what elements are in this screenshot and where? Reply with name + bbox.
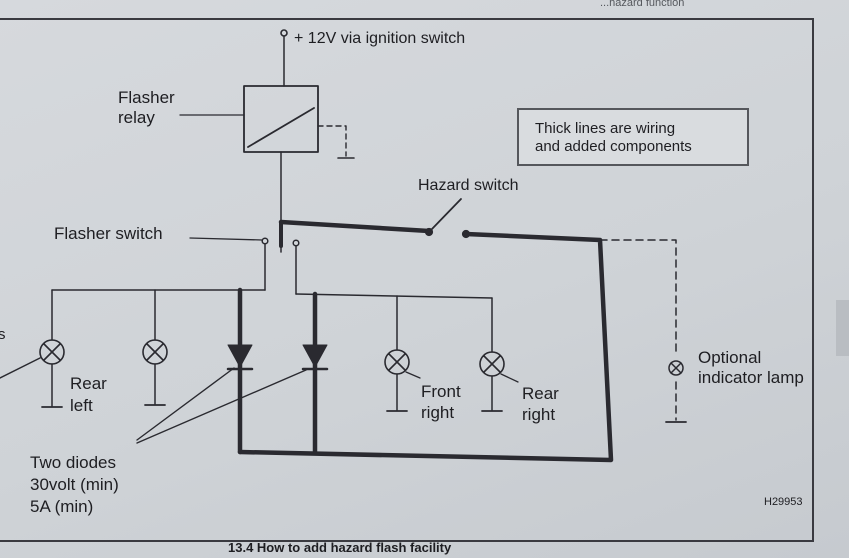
note-line-1: Thick lines are wiring	[535, 120, 676, 137]
diodes-label-2: 30volt (min)	[30, 475, 119, 494]
lamp-front-right	[384, 349, 410, 375]
note-line-2: and added components	[535, 138, 692, 155]
diodes-label-1: Two diodes	[30, 453, 116, 472]
left-edge-fragment: s	[0, 326, 6, 343]
flasher-switch-leader	[189, 237, 263, 241]
relay-contact-diagonal	[247, 107, 315, 148]
hazard-switch-lever	[430, 198, 462, 231]
diodes-label-3: 5A (min)	[30, 497, 94, 516]
flasher-switch-contact-left	[261, 237, 269, 245]
right-lamp-bus	[295, 293, 493, 299]
rear-left-label-2: left	[70, 396, 93, 415]
diode-right	[302, 344, 328, 368]
hazard-feed-wire	[278, 219, 432, 234]
rear-right-label-1: Rear	[522, 384, 559, 403]
supply-terminal	[280, 29, 288, 37]
diode-leader-right	[136, 369, 307, 444]
flasher-switch-label: Flasher switch	[54, 224, 163, 243]
rear-right-label-2: right	[522, 405, 556, 424]
page-header-fragment: ...hazard function	[600, 0, 685, 9]
diode-left	[227, 344, 253, 368]
lamp-left-outer	[39, 339, 65, 365]
flasher-relay-label-1: Flasher	[118, 88, 175, 107]
rear-left-label-1: Rear	[70, 374, 107, 393]
figure-code: H29953	[764, 496, 803, 508]
supply-label: + 12V via ignition switch	[294, 30, 466, 47]
hazard-switch-label: Hazard switch	[418, 177, 519, 194]
indicator-dashed-wire	[599, 239, 677, 357]
relay-earth-dashed	[317, 125, 347, 157]
page-edge-tab	[836, 300, 849, 356]
front-right-label-1: Front	[421, 382, 461, 401]
diode-leader-left	[136, 367, 235, 441]
note-box: Thick lines are wiring and added compone…	[517, 108, 749, 166]
front-right-label-2: right	[421, 403, 455, 422]
indicator-lamp-label-2: indicator lamp	[698, 368, 804, 387]
left-edge-wire	[0, 357, 41, 379]
figure-caption: 13.4 How to add hazard flash facility	[228, 540, 452, 555]
indicator-lamp-symbol	[668, 360, 684, 376]
indicator-lamp-label-1: Optional	[698, 348, 762, 367]
lamp-rear-right	[479, 351, 505, 377]
flasher-switch-contact-right	[292, 239, 300, 247]
figure-frame	[0, 18, 814, 542]
hazard-output-wire	[237, 231, 614, 463]
lamp-rear-left	[142, 339, 168, 365]
flasher-relay-label-2: relay	[118, 108, 155, 127]
